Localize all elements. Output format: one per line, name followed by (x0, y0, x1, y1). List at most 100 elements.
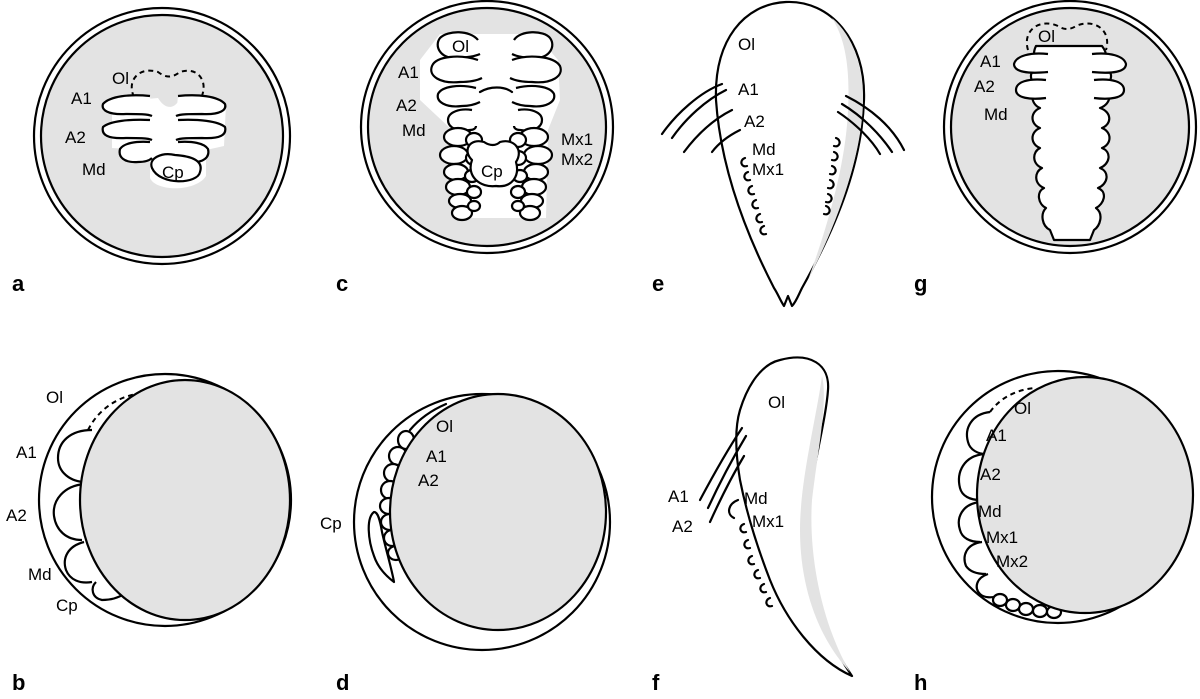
ocular-lobe-outline (130, 69, 205, 101)
panel-letter-e: e (652, 271, 664, 296)
label-a1: A1 (986, 426, 1007, 445)
label-md: Md (82, 160, 106, 179)
egg-yolk (78, 378, 292, 622)
appendage-a2 (708, 454, 746, 524)
label-a1: A1 (16, 443, 37, 462)
label-ol: Ol (1014, 399, 1031, 418)
appendage-a1-left-inner (670, 88, 728, 140)
panel-e: Ol A1 A2 Md Mx1 e (652, 0, 906, 308)
label-ol: Ol (1038, 27, 1055, 46)
label-mx1: Mx1 (752, 512, 784, 531)
panel-c: Ol A1 A2 Md Mx1 Mx2 Cp c (336, 0, 615, 296)
label-ol: Ol (452, 37, 469, 56)
pleopod-row (991, 592, 1063, 620)
label-md: Md (28, 565, 52, 584)
limb-bud-md (63, 540, 93, 584)
label-md: Md (978, 502, 1002, 521)
limb-bud-a1 (965, 410, 991, 456)
label-mx1: Mx1 (561, 130, 593, 149)
label-cp: Cp (481, 162, 503, 181)
label-a1: A1 (398, 63, 419, 82)
panel-letter-f: f (652, 670, 660, 695)
limb-bud-md (957, 500, 981, 544)
label-a2: A2 (418, 471, 439, 490)
limb-bud-a2-left (436, 84, 481, 108)
panel-letter-g: g (914, 271, 927, 296)
label-md: Md (984, 105, 1008, 124)
appendage-a1-right (844, 94, 906, 152)
caudal-papilla (150, 153, 202, 183)
label-mx2: Mx2 (561, 150, 593, 169)
label-md: Md (744, 489, 768, 508)
label-a2: A2 (980, 465, 1001, 484)
appendage-a1-inner (706, 434, 748, 510)
egg-yolk (388, 392, 608, 632)
label-md: Md (402, 121, 426, 140)
label-a2: A2 (672, 517, 693, 536)
pleopods (739, 522, 774, 608)
label-ol: Ol (46, 388, 63, 407)
label-md: Md (752, 140, 776, 159)
label-a2: A2 (6, 506, 27, 525)
ocular-lobe-right (511, 31, 554, 60)
label-a1: A1 (426, 447, 447, 466)
limb-bud-a1-right (509, 55, 562, 84)
panel-letter-h: h (914, 670, 927, 695)
appendage-a1 (698, 426, 744, 502)
limb-bud-a1-left (430, 55, 483, 84)
limb-bud-a2-right (1093, 78, 1126, 100)
caudal-papilla (91, 581, 125, 602)
embryo-germ-band (1029, 44, 1113, 242)
pleopods-left (740, 156, 768, 236)
ocular-lobe-left (436, 31, 481, 60)
label-cp: Cp (320, 514, 342, 533)
appendage-a1-right-inner (840, 102, 894, 154)
label-a2: A2 (396, 96, 417, 115)
larva-shading (800, 376, 850, 672)
label-a2: A2 (974, 77, 995, 96)
appendage-a2-left (682, 108, 734, 154)
limb-column (378, 429, 416, 562)
larva-shading (808, 18, 863, 280)
label-cp: Cp (162, 163, 184, 182)
limb-bud-a2-right (511, 84, 556, 108)
label-ol: Ol (768, 393, 785, 412)
label-a1: A1 (71, 89, 92, 108)
label-a2: A2 (744, 112, 765, 131)
panel-letter-d: d (336, 670, 349, 695)
panel-b: Ol A1 A2 Md Cp b (6, 372, 293, 695)
pleopods-right (822, 136, 841, 216)
appendage-a1-left (660, 82, 724, 136)
panel-d: Ol A1 A2 Cp d (320, 392, 612, 695)
stomodeum (478, 86, 514, 94)
limb-bud-a2-left (101, 118, 153, 142)
limb-bud-a2-right (175, 118, 227, 142)
label-cp: Cp (56, 596, 78, 615)
panel-a: Ol A1 A2 Md Cp a (12, 6, 292, 296)
label-a1: A1 (668, 487, 689, 506)
panel-f: Ol A1 A2 Md Mx1 f (652, 356, 854, 695)
panel-letter-b: b (12, 670, 25, 695)
limb-column-left (438, 126, 484, 222)
limb-bud-a1-left (101, 94, 153, 118)
panel-letter-a: a (12, 271, 25, 296)
panel-g: Ol A1 A2 Md g (914, 0, 1198, 296)
limb-bud-a2 (52, 482, 85, 542)
label-a1: A1 (980, 52, 1001, 71)
panel-letter-c: c (336, 271, 348, 296)
germ-band-edge (408, 402, 448, 432)
limb-bud-mx1 (963, 540, 987, 576)
limb-bud-a1-right (1091, 52, 1128, 74)
larva-body (735, 356, 854, 678)
appendage-md (728, 498, 740, 520)
appendage-md-left (710, 128, 742, 154)
panel-h: Ol A1 A2 Md Mx1 Mx2 h (914, 369, 1195, 695)
ocular-lobe-outline (1025, 22, 1109, 51)
egg-yolk (975, 375, 1195, 615)
label-a2: A2 (65, 128, 86, 147)
label-mx1: Mx1 (752, 160, 784, 179)
label-ol: Ol (112, 69, 129, 88)
caudal-papilla (466, 140, 520, 188)
limb-bud-md-left (118, 140, 153, 164)
ocular-lobe-outline (87, 393, 137, 431)
